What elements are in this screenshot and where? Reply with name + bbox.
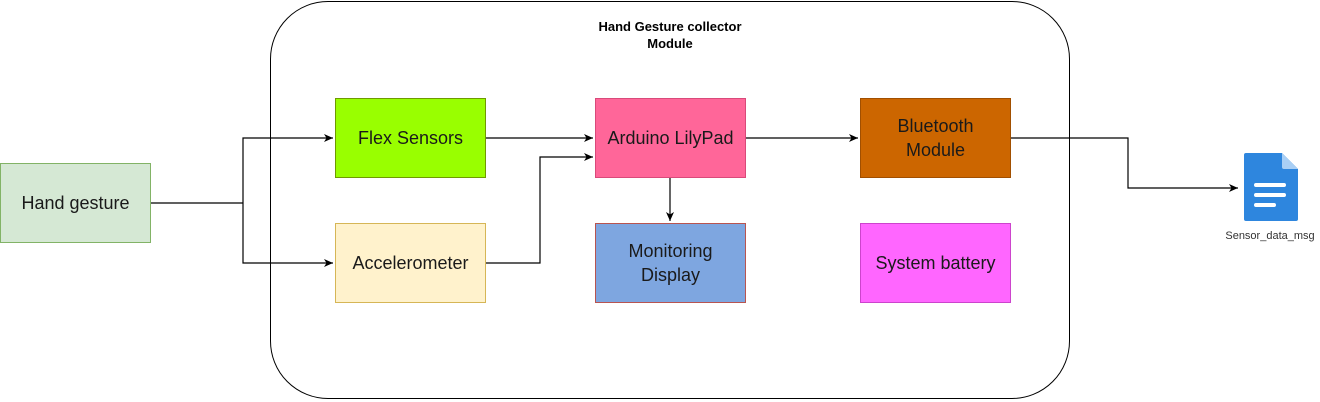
module-title-line1: Hand Gesture collector (598, 19, 742, 34)
monitoring-display-node[interactable]: Monitoring Display (595, 223, 746, 303)
monitoring-display-label-line1: Monitoring (628, 241, 713, 261)
sensor-data-msg-label: Sensor_data_msg (1225, 230, 1315, 242)
arduino-lilypad-label: Arduino LilyPad (607, 128, 734, 148)
module-title: Hand Gesture collector Module (570, 18, 770, 52)
hand-gesture-node[interactable]: Hand gesture (0, 163, 151, 243)
bluetooth-module-label-line2: Module (905, 140, 966, 160)
flex-sensors-node[interactable]: Flex Sensors (335, 98, 486, 178)
flex-sensors-label: Flex Sensors (357, 128, 464, 148)
document-icon[interactable] (1240, 152, 1300, 222)
module-container (270, 1, 1070, 399)
arduino-lilypad-node[interactable]: Arduino LilyPad (595, 98, 746, 178)
module-title-line2: Module (647, 36, 693, 51)
system-battery-label: System battery (875, 253, 996, 273)
bluetooth-module-node[interactable]: Bluetooth Module (860, 98, 1011, 178)
system-battery-node[interactable]: System battery (860, 223, 1011, 303)
accelerometer-label: Accelerometer (352, 253, 469, 273)
bluetooth-module-label-line1: Bluetooth (897, 116, 974, 136)
accelerometer-node[interactable]: Accelerometer (335, 223, 486, 303)
monitoring-display-label-line2: Display (640, 265, 700, 285)
hand-gesture-label: Hand gesture (21, 193, 130, 213)
